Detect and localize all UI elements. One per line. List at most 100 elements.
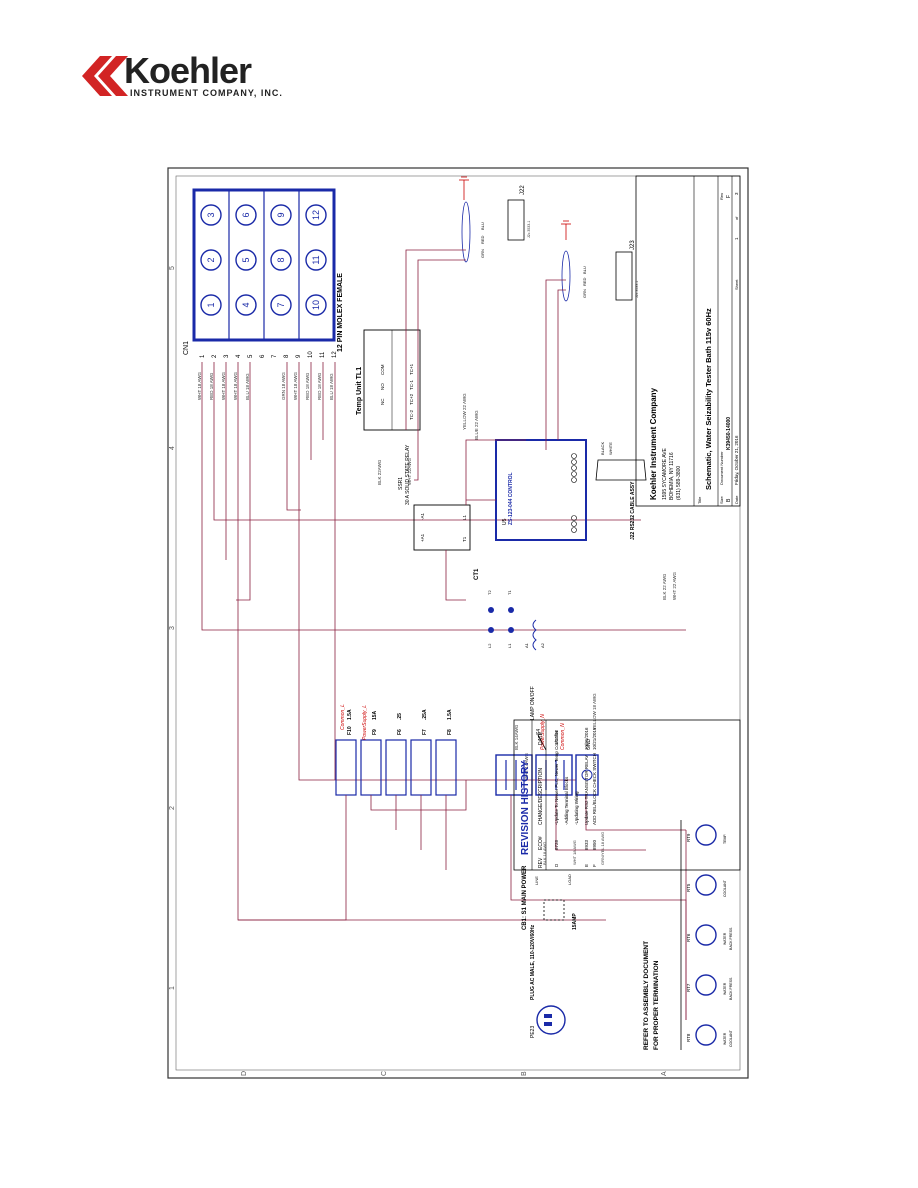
rev-header: REV <box>538 857 544 868</box>
termination-rt-list: RT8 WATER COOLANT RT7 WATER BACK PRESS. … <box>680 820 733 1050</box>
cn1-wire-labels: WHT 18 AWG RED 18 AWG WHT 18 AWG WHT 18 … <box>197 371 334 400</box>
ct1-term: L1 <box>507 643 512 648</box>
control-wire-runs <box>405 249 566 601</box>
rev-cell: 8933 <box>584 839 589 850</box>
cb1-label: CB1: S1 MAIN POWER <box>522 865 528 930</box>
fuse-rating: 1.5A <box>447 709 453 720</box>
s4-label: S4 <box>536 729 542 735</box>
ct1-term: L2 <box>487 643 492 648</box>
rt-label: WATER <box>723 982 727 995</box>
switch-icon <box>537 734 547 751</box>
wire-pin-num: 11 <box>320 351 326 358</box>
common-n-label: Common_N <box>560 723 566 750</box>
rev-cell: ADD REL/BLOCK CHECK SWITCH <box>592 753 597 825</box>
rt-item: RT8 WATER COOLANT <box>686 1024 733 1047</box>
cn1-pin: 4 <box>241 302 251 307</box>
cn1-pin: 9 <box>276 212 286 217</box>
u5-desc: ZS-123-044 CONTROL <box>508 472 514 525</box>
wire-label: WHT 22AWG <box>407 457 412 485</box>
wire-label: WHT 18 AWG <box>221 371 226 400</box>
breaker-icon <box>543 899 565 921</box>
wire-pin-num: 10 <box>308 351 314 358</box>
fuse-block: F10 1.5A F9 15A F6 .25 F7 .25A F8 1.5A C… <box>335 704 457 796</box>
cn1-pin: 8 <box>276 257 286 262</box>
row-marker: D <box>241 1071 248 1076</box>
temp-pin: TC+1 <box>409 363 414 375</box>
wire-label: RED 18 AWG <box>305 372 310 400</box>
cn1-pin-numbers: 1 2 3 4 5 6 7 8 9 10 11 12 <box>200 351 338 358</box>
j22-label: J22 <box>520 185 526 195</box>
rev-table-title: REVISION HISTORY <box>520 760 531 855</box>
date-value: Friday, October 21, 2016 <box>734 435 739 485</box>
company-logo: Koehler INSTRUMENT COMPANY, INC. <box>82 52 282 98</box>
j22-cable-shield-icon <box>461 201 471 263</box>
rev-label: Rev <box>719 193 724 200</box>
wire-label: YELLOW 22 AWG <box>462 393 467 430</box>
ct1-terminal-icon <box>488 627 494 633</box>
u5-box <box>495 439 587 541</box>
rt-label: BACK PRESS. <box>729 927 733 950</box>
j22-box <box>507 199 525 241</box>
size-value: B <box>726 498 732 502</box>
cn1-pin: 10 <box>311 300 321 310</box>
wire-label: RED 18 AWG <box>317 372 322 400</box>
tb-load: LOAD <box>567 874 572 885</box>
drawing-border <box>167 167 749 1079</box>
ssr1-relay: SSR1 30 A SOLID STATE RELAY -A1 +A1 L1 T… <box>398 444 471 551</box>
fuse-name: F8 <box>447 729 453 735</box>
termination-note: REFER TO ASSEMBLY DOCUMENT FOR PROPER TE… <box>643 941 660 1050</box>
gnd-label: GND <box>586 739 592 751</box>
wire-label: WHT 14AWG <box>524 752 529 780</box>
j22-wire: BLU <box>480 222 485 230</box>
wire-label: WHT 18 AWG <box>197 371 202 400</box>
logo-mark-icon <box>82 56 128 96</box>
powersupply-l-label: PowerSupply_L <box>362 705 368 740</box>
j22-code: J2x 3533-1 <box>527 221 531 238</box>
row-marker: B <box>521 1071 528 1076</box>
of-value: 3 <box>734 192 739 195</box>
fuse-name: F7 <box>422 729 428 735</box>
rev-cell: E <box>584 864 589 867</box>
lamp-label: LAMP ON/OFF <box>530 686 536 720</box>
sheet-value: 1 <box>734 237 739 240</box>
wire-pin-num: 4 <box>236 354 242 358</box>
j23-cable-shield-icon <box>561 250 571 302</box>
plug-desc: PLUG AC MALE, 110-120V/60Hz <box>530 924 536 1000</box>
rev-cell: 10/21/2016 <box>592 727 597 750</box>
temp-pin: NC <box>380 398 385 405</box>
rev-cell: D <box>554 863 559 867</box>
rt-label: WATER <box>723 1032 727 1045</box>
cb1-main-power: CB1: S1 MAIN POWER 15AMP LINE LOAD BLK 1… <box>522 832 605 930</box>
cb1-rating: 15AMP <box>572 913 578 930</box>
rt-item: RT5 COOLANT <box>686 874 727 897</box>
ct1-term: T2 <box>487 590 492 595</box>
j22-wire: GRN <box>480 249 485 258</box>
rev-cell: 8728 <box>554 839 559 850</box>
rev-cell: 1/13/16 <box>554 729 559 745</box>
ground-icon <box>459 176 469 200</box>
fuse-rating: 15A <box>372 710 378 720</box>
rev-cell: Update RS2 TRANSISTOR RELAY <box>584 755 589 825</box>
wire-pin-num: 2 <box>212 354 218 358</box>
wire-label: BLU 18 AWG <box>329 373 334 400</box>
wire-pin-num: 5 <box>248 354 254 358</box>
title-block-frame <box>635 175 741 507</box>
ssr1-label: SSR1 <box>398 477 404 490</box>
fuse-rating: .25 <box>397 713 403 720</box>
ct1-label: CT1 <box>474 568 480 580</box>
plug-pe23: PE23 PLUG AC MALE, 110-120V/60Hz <box>530 924 566 1038</box>
rt-label: COOLANT <box>723 879 727 897</box>
company-name: Koehler Instrument Company <box>649 387 658 500</box>
plug-ref: PE23 <box>530 1026 536 1038</box>
ssr1-term: L1 <box>462 514 467 520</box>
rs232-label: J22 RS232 CABLE ASSY <box>630 481 636 540</box>
cn1-pin: 2 <box>206 257 216 262</box>
ssr1-term: T1 <box>462 536 467 542</box>
cn1-desc: 12 PIN MOLEX FEMALE <box>337 273 344 352</box>
rt-label: BACK PRESS. <box>729 977 733 1000</box>
rev-header: ECO# <box>538 836 544 850</box>
size-label: Size <box>719 495 724 504</box>
wire-pin-num: 3 <box>224 354 230 358</box>
rev-header: CHANGE/DESCRIPTION <box>538 768 544 825</box>
wire-label: BLK 18 AWG <box>542 842 547 865</box>
